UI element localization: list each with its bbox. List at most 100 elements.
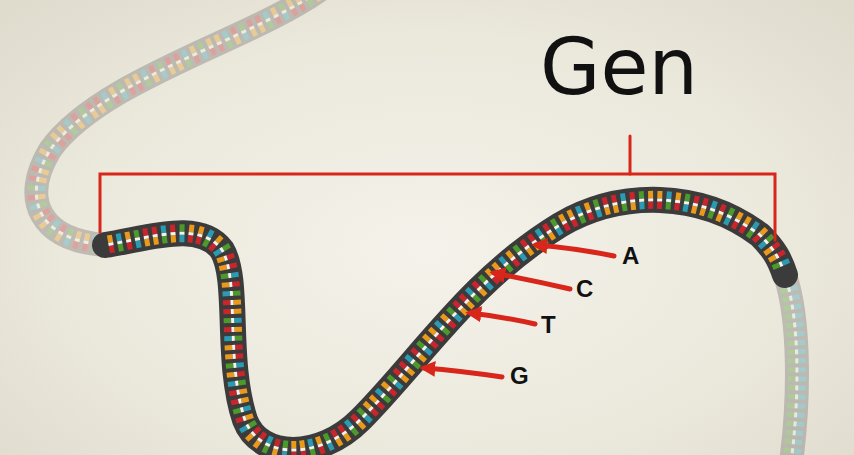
base [301,4,305,10]
base [79,108,84,114]
base [787,332,794,338]
base [175,54,178,61]
base [38,186,45,191]
base-bond [162,69,163,72]
base [248,20,251,27]
base-bond [453,313,455,315]
base-bond [282,448,287,451]
base-bond [77,120,79,122]
base [171,235,177,242]
base-bond [603,205,609,208]
base [310,439,312,446]
base [332,430,336,437]
base-bond [229,282,232,287]
base-bond [231,309,234,314]
base [241,399,248,401]
base [79,122,84,128]
base [569,210,572,217]
base [798,403,805,408]
base [784,447,791,453]
base [59,141,65,146]
base [223,245,229,249]
base [142,70,145,77]
base [187,235,193,242]
base-bond [228,273,231,278]
base-bond [130,85,131,88]
base [52,134,58,139]
base [277,17,280,24]
base [116,97,120,103]
base [236,353,243,358]
base [147,239,148,246]
base-bond [84,114,86,116]
base-bond [39,168,42,174]
base [384,397,390,402]
base-bond [46,221,48,223]
base-bond [794,331,797,336]
base [303,451,304,455]
base [285,13,289,20]
base-bond [630,200,635,203]
gene-bracket [100,136,775,240]
base [222,291,229,296]
base-bond [791,304,794,309]
base [414,363,420,368]
base-bond [233,354,236,359]
base-bond [485,281,487,283]
base-bond [351,426,353,428]
base-bond [283,10,284,13]
base [372,410,377,415]
base-bond [572,217,573,220]
base-bond [170,65,171,68]
base [111,246,112,253]
base-bond [197,234,203,237]
base [521,254,526,260]
base [220,44,223,51]
base-bond [595,207,601,210]
base [798,394,805,399]
base [316,0,320,1]
pointer-arrows [424,245,614,377]
base [552,219,556,225]
base [72,114,77,120]
base [467,289,472,294]
base-bond [793,430,796,435]
base [798,349,805,354]
base [339,426,343,432]
base [581,216,584,223]
base [234,309,241,314]
base [212,48,215,55]
base-bond [231,318,234,323]
base [557,228,561,234]
base-bond [234,372,237,377]
base [784,438,791,444]
base [272,8,275,15]
base-bond [60,232,61,235]
base [69,229,72,236]
base [797,412,804,417]
base-bond [441,327,443,329]
base [244,33,247,40]
base-bond [74,239,80,242]
base [66,134,71,139]
base [312,449,314,455]
base [595,200,597,207]
base [162,236,168,243]
base [321,447,323,454]
base [514,260,519,266]
base-bond [684,201,690,204]
base [54,221,59,227]
base [261,25,264,32]
base-bond [795,367,798,372]
base [249,422,255,426]
base [765,249,771,253]
base [189,225,195,232]
base [281,451,287,455]
base [86,233,88,240]
base [147,79,150,86]
base [43,210,50,214]
base [710,211,712,218]
base [474,296,479,301]
base [613,195,615,202]
base-bond [765,241,767,243]
